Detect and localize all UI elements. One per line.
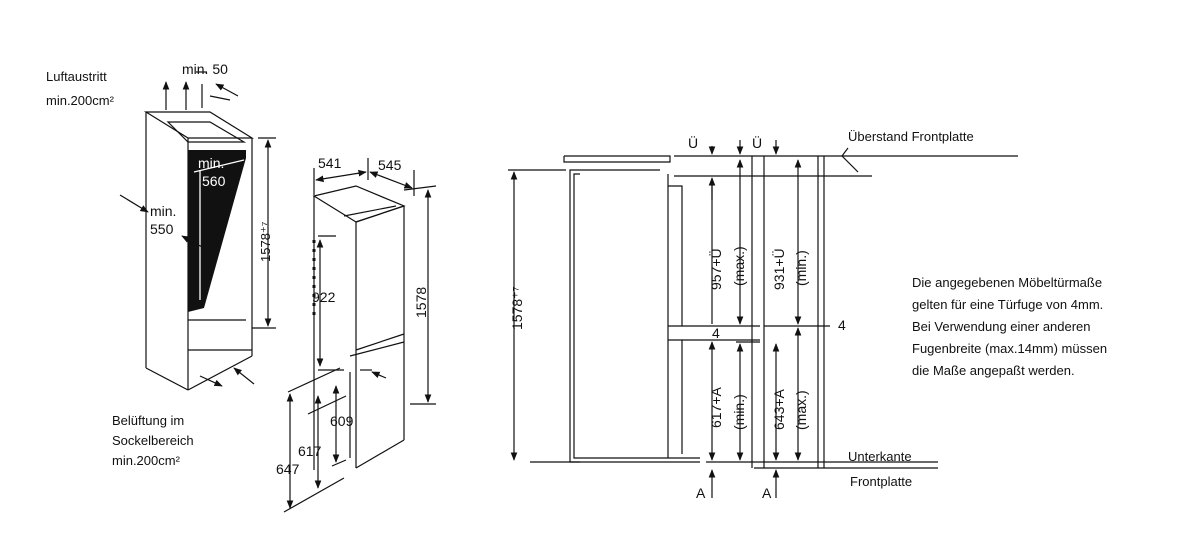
bottom-edge-label2: Frontplatte [850,474,913,489]
overhang-right: Ü [752,135,763,151]
top-gap-dim: min. 50 [182,61,228,77]
gap-inner: 4 [712,325,720,341]
lower-max-dim: 643+A [771,388,787,430]
a-right: A [762,485,772,501]
gap-outer: 4 [838,317,846,333]
niche-perspective: 1578⁺⁷ [119,71,276,391]
total-height-dim: 1578 [413,286,429,318]
inner-depth-label: min. [198,155,225,171]
bottom-edge-label1: Unterkante [848,449,912,464]
dim-647: 647 [276,461,300,477]
inner-width-value: 550 [150,221,174,237]
inner-width-label: min. [150,203,177,219]
ventilation-line3: min.200cm² [112,453,180,468]
door-gap-note: Die angegebenen Möbeltürmaße gelten für … [912,275,1108,378]
width-dim: 541 [318,155,342,171]
dim-609: 609 [330,413,354,429]
right-height-dim: 1578⁺⁷ [509,286,525,330]
side-section: 1578⁺⁷ 957+Ü (max.) 931+Ü (min.) 617+A (… [508,140,1018,498]
dim-617: 617 [298,443,322,459]
a-left: A [696,485,706,501]
lower-min-note: (min.) [731,394,747,430]
ventilation-line2: Sockelbereich [112,433,194,448]
overhang-label: Überstand Frontplatte [848,129,974,144]
ventilation-line1: Belüftung im [112,413,185,428]
upper-max-dim: 957+Ü [707,248,724,290]
left-height-dim: 1578⁺⁷ [258,221,273,262]
lower-max-note: (max.) [793,390,809,430]
inner-depth-value: 560 [202,173,226,189]
upper-door-dim: 922 [312,289,336,305]
air-outlet-label: Luftaustritt [46,69,107,84]
upper-min-dim: 931+Ü [770,248,787,290]
lower-min-dim: 617+A [708,386,724,428]
air-outlet-value: min.200cm² [46,93,114,108]
depth-dim: 545 [378,157,402,173]
upper-min-note: (min.) [793,250,809,286]
upper-max-note: (max.) [731,246,747,286]
appliance-perspective [283,158,437,513]
overhang-left: Ü [688,135,699,151]
